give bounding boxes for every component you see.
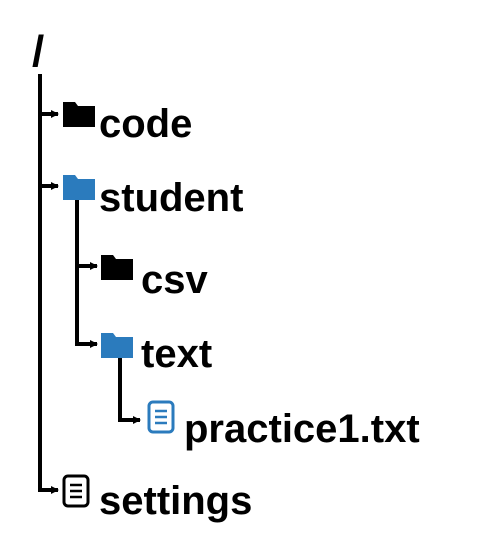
tree-root-label: / (32, 27, 45, 76)
tree-node-code[interactable]: code (99, 102, 193, 146)
folder-icon (63, 102, 95, 127)
file-icon (62, 474, 90, 508)
folder-icon (101, 333, 133, 358)
folder-icon (63, 175, 95, 200)
tree-node-csv[interactable]: csv (141, 258, 208, 302)
tree-node-practice1[interactable]: practice1.txt (184, 407, 420, 451)
tree-node-text[interactable]: text (141, 332, 213, 376)
tree-node-settings[interactable]: settings (99, 479, 253, 523)
file-icon (147, 400, 175, 434)
tree-node-student[interactable]: student (99, 176, 244, 220)
folder-icon (101, 255, 133, 280)
